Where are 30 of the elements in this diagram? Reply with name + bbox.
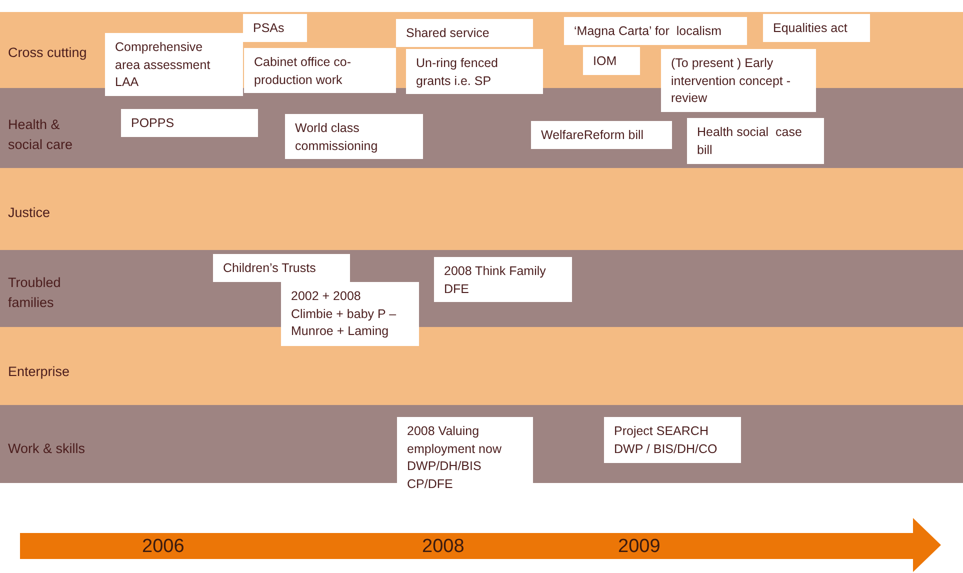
note-card: Un-ring fenced grants i.e. SP (406, 49, 543, 94)
lane-title: Health & social care (8, 116, 74, 154)
note-card: 2002 + 2008 Climbie + baby P – Munroe + Laming (281, 282, 419, 346)
swimlane-band (0, 327, 963, 405)
note-card: Health social case bill (687, 118, 824, 164)
note-card: Comprehensive area assessment LAA (105, 33, 243, 96)
note-card: Cabinet office co-production work (244, 48, 396, 93)
note-card: PSAs (243, 14, 307, 42)
note-card: Project SEARCH DWP / BIS/DH/CO (604, 417, 741, 463)
lane-title: Troubled families (8, 274, 62, 312)
note-card: Shared service (396, 19, 533, 46)
note-card: POPPS (121, 109, 258, 137)
lane-title: Work & skills (8, 440, 86, 458)
swimlane-band (0, 250, 963, 327)
year-label: 2009 (618, 536, 660, 558)
note-card: (To present ) Early intervention concept - review (661, 49, 816, 112)
swimlane-band (0, 88, 963, 168)
note-card: Equalities act (763, 14, 870, 42)
lane-title: Justice (8, 204, 52, 222)
year-label: 2006 (142, 536, 184, 558)
lane-title: Enterprise (8, 363, 71, 381)
lane-title: Cross cutting (8, 44, 88, 62)
note-card: WelfareReform bill (531, 121, 672, 149)
note-card: Children’s Trusts (213, 254, 350, 282)
swimlane-band (0, 168, 963, 250)
note-card: 2008 Think Family DFE (434, 257, 572, 302)
note-card: World class commissioning (285, 114, 423, 159)
note-card: IOM (583, 47, 640, 74)
note-card: ‘Magna Carta’ for localism (564, 17, 747, 44)
year-label: 2008 (422, 536, 464, 558)
